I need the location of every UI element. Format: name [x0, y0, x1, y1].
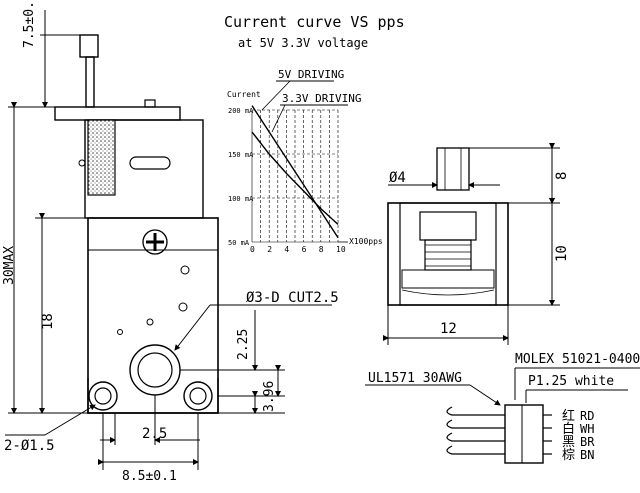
- legend-5v: 5V DRIVING: [278, 68, 344, 81]
- gear-icon: [424, 239, 472, 271]
- top-body: [387, 202, 509, 306]
- dim-10: 10: [554, 245, 570, 262]
- x-tick-label: 8: [319, 245, 324, 254]
- wire-br: [446, 432, 505, 442]
- mount-hole-left: [88, 381, 118, 411]
- series-5v-line: [251, 105, 339, 238]
- gearbox-top: [54, 106, 181, 121]
- dim-12: 12: [440, 321, 457, 337]
- y-tick-label: 150 mA: [228, 151, 254, 159]
- wire-color-cn: 棕: [562, 448, 575, 463]
- chart-grid: [251, 109, 348, 243]
- cable-spec: UL1571 30AWG: [368, 371, 462, 386]
- wire-wh: [446, 419, 505, 429]
- top-shaft: [436, 147, 470, 191]
- series-3-3v-line: [251, 131, 339, 225]
- x-axis-unit: X100pps: [349, 237, 383, 246]
- legend-3-3v: 3.3V DRIVING: [282, 92, 361, 105]
- screw-icon: [142, 229, 168, 255]
- top-dimensions: [383, 143, 560, 345]
- x-tick-label: 0: [250, 245, 255, 254]
- shaft: [85, 56, 95, 108]
- dim-mount-holes: 2-Ø1.5: [4, 438, 55, 454]
- mount-hole-right: [183, 381, 213, 411]
- current-chart: Current curve VS pps at 5V 3.3V voltage …: [224, 13, 405, 254]
- wire-labels: 红 RD 白 WH 黑 BR 棕 BN: [562, 408, 595, 463]
- y-tick-label: 200 mA: [228, 107, 254, 115]
- y-tick-label: 100 mA: [228, 195, 254, 203]
- x-tick-label: 4: [284, 245, 289, 254]
- dim-8-5: 8.5±0.1: [122, 469, 177, 484]
- wire-bundle: [446, 406, 552, 455]
- wire-color-code: RD: [580, 409, 594, 423]
- connector-pitch: P1.25 white: [528, 374, 614, 389]
- y-axis-label: Current: [227, 90, 261, 99]
- connector-spec: MOLEX 51021-0400: [515, 352, 640, 367]
- wire-color-code: BR: [580, 435, 595, 449]
- wire-bn: [446, 445, 505, 455]
- dim-shaft-length: 7.5±0.1: [22, 0, 37, 48]
- wiring-diagram: [365, 367, 640, 464]
- wire-color-code: BN: [580, 448, 594, 462]
- dim-2-5: 2.5: [142, 426, 167, 442]
- gear-hatched-section: [87, 119, 116, 196]
- shaft-tip: [79, 34, 99, 58]
- front-dimensions: [5, 10, 332, 470]
- dim-height-18: 18: [40, 313, 56, 330]
- wire-color-code: WH: [580, 422, 594, 436]
- chart-subtitle: at 5V 3.3V voltage: [238, 36, 368, 50]
- dim-hole-spec: Ø3-D CUT2.5: [246, 290, 339, 306]
- x-tick-label: 6: [302, 245, 307, 254]
- front-view: [54, 34, 219, 414]
- y-tick-label: 50 mA: [228, 239, 250, 247]
- wire-color-cn: 黑: [562, 435, 575, 450]
- wire-color-cn: 白: [562, 421, 575, 437]
- molex-connector: [504, 404, 544, 464]
- dim-3-96: 3.96: [262, 381, 277, 412]
- x-tick-label: 2: [267, 245, 272, 254]
- chart-series: [251, 105, 339, 238]
- chart-ticks: 200 mA 150 mA 100 mA 50 mA0 2 4 6 8 10: [228, 107, 346, 254]
- dim-8: 8: [554, 172, 570, 180]
- dim-height-max: 30MAX: [2, 246, 17, 285]
- motor-body: [87, 217, 219, 414]
- top-view: [387, 147, 509, 306]
- wire-rd: [446, 406, 505, 416]
- x-tick-label: 10: [336, 245, 346, 254]
- wire-color-cn: 红: [562, 408, 575, 424]
- dim-shaft-dia: Ø4: [389, 170, 406, 186]
- dim-2-25: 2.25: [236, 329, 251, 360]
- chart-title: Current curve VS pps: [224, 13, 405, 31]
